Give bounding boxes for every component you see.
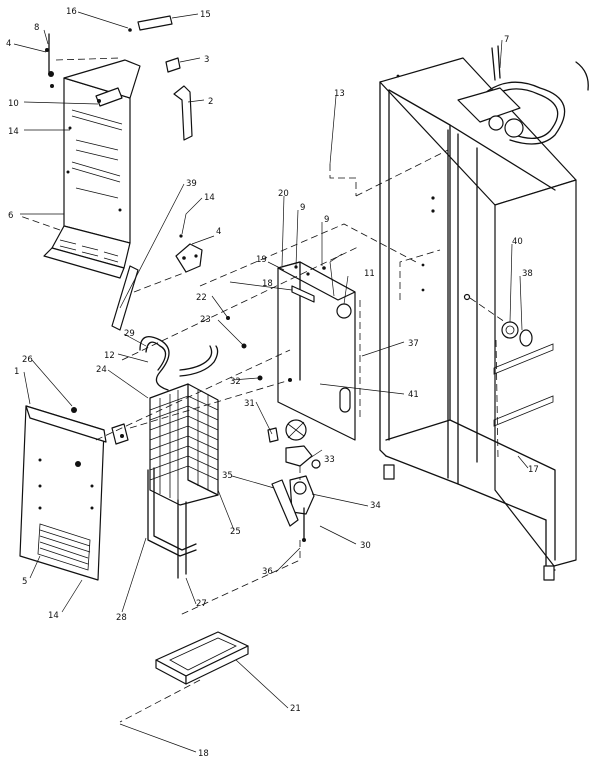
callout-8: 8 [34, 23, 39, 33]
callout-4: 4 [6, 39, 11, 49]
refrigerator-cabinet [379, 45, 589, 581]
callout-15: 15 [200, 10, 211, 20]
callout-2: 2 [208, 97, 213, 107]
callout-19: 19 [256, 255, 267, 265]
callout-40: 40 [512, 237, 523, 247]
alignment-lines [19, 57, 499, 723]
callout-leader-lines [13, 11, 529, 753]
callout-9: 9 [324, 215, 329, 225]
callout-37: 37 [408, 339, 419, 349]
damper-bracket [175, 234, 215, 273]
callout-5: 5 [22, 577, 27, 587]
callout-22: 22 [196, 293, 207, 303]
callout-1: 1 [14, 367, 19, 377]
callout-labels: 16 15 8 4 3 2 10 14 6 39 14 4 13 7 20 9 … [6, 7, 539, 759]
callout-35: 35 [222, 471, 233, 481]
callout-25: 25 [230, 527, 241, 537]
callout-13: 13 [334, 89, 345, 99]
callout-9: 9 [300, 203, 305, 213]
callout-36: 36 [262, 567, 273, 577]
callout-16: 16 [66, 7, 77, 17]
callout-28: 28 [116, 613, 127, 623]
callout-11: 11 [364, 269, 375, 279]
callout-14: 14 [204, 193, 215, 203]
callout-41: 41 [408, 390, 419, 400]
callout-12: 12 [104, 351, 115, 361]
callout-20: 20 [278, 189, 289, 199]
callout-31: 31 [244, 399, 255, 409]
evaporator-coil [139, 336, 219, 579]
callout-33: 33 [324, 455, 335, 465]
callout-18: 18 [198, 749, 209, 759]
callout-24: 24 [96, 365, 107, 375]
callout-27: 27 [196, 599, 207, 609]
callout-29: 29 [124, 329, 135, 339]
callout-10: 10 [8, 99, 19, 109]
callout-32: 32 [230, 377, 241, 387]
callout-34: 34 [370, 501, 381, 511]
callout-14: 14 [8, 127, 19, 137]
callout-18: 18 [262, 279, 273, 289]
callout-7: 7 [504, 35, 509, 45]
callout-38: 38 [522, 269, 533, 279]
drain-trough [155, 631, 249, 685]
callout-14: 14 [48, 611, 59, 621]
callout-17: 17 [528, 465, 539, 475]
callout-23: 23 [200, 315, 211, 325]
evaporator-front-cover [19, 405, 129, 581]
callout-3: 3 [204, 55, 209, 65]
callout-4: 4 [216, 227, 221, 237]
callout-26: 26 [22, 355, 33, 365]
evaporator-cover-panel [277, 253, 356, 441]
evaporator-fan-assembly [226, 316, 321, 542]
upper-air-duct-panel [43, 15, 193, 331]
callout-6: 6 [8, 211, 13, 221]
callout-30: 30 [360, 541, 371, 551]
callout-39: 39 [186, 179, 197, 189]
callout-21: 21 [290, 704, 301, 714]
